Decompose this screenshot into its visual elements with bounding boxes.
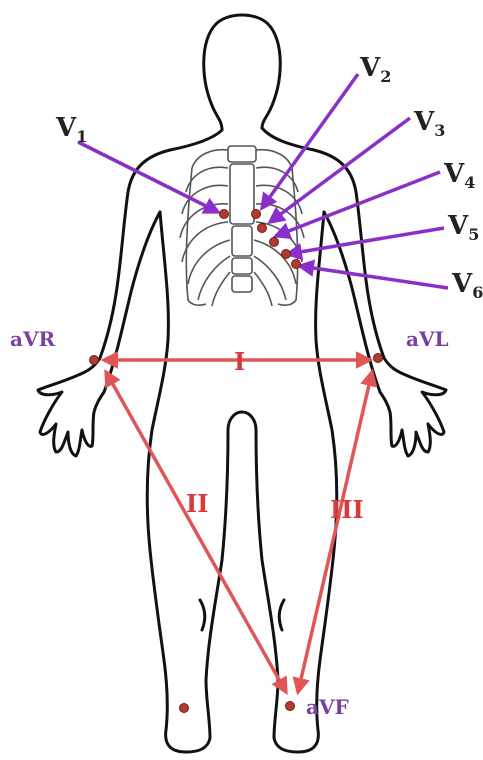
arrow-v1 (78, 142, 218, 212)
rib-cage (180, 146, 304, 306)
electrode-right-leg (180, 704, 189, 713)
label-avr: aVR (10, 327, 55, 351)
label-avl: aVL (406, 327, 449, 351)
label-v4: V4 (443, 159, 475, 192)
label-avf: aVF (306, 695, 349, 719)
chest-lead-arrows (78, 74, 448, 288)
einthoven-triangle (104, 360, 372, 692)
label-lead-2: II (186, 489, 208, 518)
lead-3-arrow (298, 372, 372, 692)
electrode-v5 (282, 250, 291, 259)
arrow-v4 (276, 172, 440, 236)
limb-lead-labels: aVR aVL aVF I II III (10, 327, 449, 719)
label-v5: V5 (447, 211, 479, 244)
body-outline (38, 15, 446, 752)
electrode-v4 (270, 238, 279, 247)
label-v2: V2 (359, 53, 391, 86)
arrow-v5 (288, 228, 444, 254)
electrode-right-arm (90, 356, 99, 365)
electrode-v3 (258, 224, 267, 233)
label-v1: V1 (55, 113, 87, 146)
arrow-v6 (300, 266, 448, 288)
label-lead-3: III (330, 495, 364, 524)
label-v3: V3 (413, 107, 445, 140)
electrode-left-leg (286, 702, 295, 711)
electrode-v1 (220, 210, 229, 219)
electrode-v2 (252, 210, 261, 219)
electrode-v6 (292, 260, 301, 269)
label-lead-1: I (234, 347, 245, 376)
label-v6: V6 (451, 269, 483, 302)
electrode-left-arm (374, 354, 383, 363)
